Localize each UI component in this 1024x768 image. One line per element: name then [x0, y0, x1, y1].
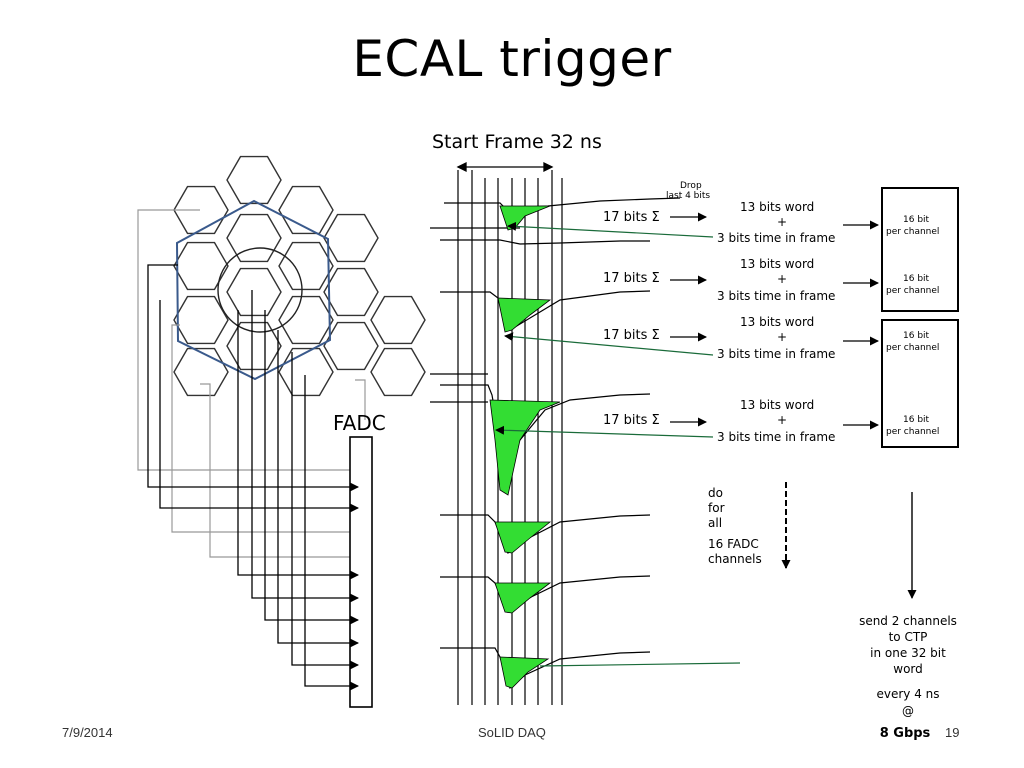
- send-to-ctp-label: send 2 channels to CTP in one 32 bit wor…: [859, 614, 957, 741]
- calorimeter-hex-grid: [173, 155, 426, 397]
- box-label: 16 bit: [903, 415, 930, 425]
- pulse-6: [499, 656, 550, 689]
- output-boxes: [881, 187, 959, 448]
- hex-cell: [323, 321, 379, 371]
- pulse-5: [494, 582, 552, 614]
- time-grid: [457, 170, 563, 705]
- send-line: to CTP: [889, 630, 928, 644]
- hex-cell: [323, 213, 379, 263]
- hex-cell: [278, 347, 334, 397]
- word-label: 13 bits word: [740, 200, 814, 214]
- fadc-box: [349, 436, 373, 708]
- send-line: in one 32 bit: [870, 646, 946, 660]
- hex-cell: [278, 241, 334, 291]
- rate-label: 8 Gbps: [880, 726, 931, 741]
- hex-cell: [370, 295, 426, 345]
- plus-label: +: [777, 215, 787, 229]
- gray-wiring: [137, 209, 366, 558]
- word-label: 13 bits word: [740, 315, 814, 329]
- time-label: 3 bits time in frame: [717, 289, 835, 303]
- send-line: @: [902, 704, 914, 718]
- time-label: 3 bits time in frame: [717, 347, 835, 361]
- hex-cell: [226, 321, 282, 371]
- footer-date: 7/9/2014: [62, 725, 113, 740]
- hex-cell: [278, 185, 334, 235]
- do-line: channels: [708, 552, 762, 566]
- box-label: 16 bit: [903, 274, 930, 284]
- hex-cell: [173, 241, 229, 291]
- pulse-4: [494, 521, 552, 554]
- do-line: 16 FADC: [708, 537, 759, 551]
- channel-row-4: 17 bits Σ 13 bits word + 3 bits time in …: [495, 398, 879, 444]
- send-line: send 2 channels: [859, 614, 957, 628]
- channel-row-2: 17 bits Σ 13 bits word + 3 bits time in …: [603, 257, 879, 303]
- box-label: per channel: [886, 286, 939, 296]
- bottom-green-link: [539, 662, 741, 667]
- pulse-3: [489, 399, 561, 496]
- box-label: per channel: [886, 343, 939, 353]
- hex-cell: [173, 295, 229, 345]
- hex-cell: [226, 155, 282, 205]
- word-label: 13 bits word: [740, 257, 814, 271]
- word-label: 13 bits word: [740, 398, 814, 412]
- time-label: 3 bits time in frame: [717, 430, 835, 444]
- hex-cell: [370, 347, 426, 397]
- footer-title: SoLID DAQ: [478, 725, 546, 740]
- footer-page-number: 19: [945, 725, 960, 740]
- sum-label: 17 bits Σ: [603, 413, 660, 428]
- hex-cell: [226, 267, 282, 317]
- output-box-pair-1: [881, 187, 959, 312]
- send-line: every 4 ns: [876, 687, 939, 701]
- hex-cell: [226, 213, 282, 263]
- sum-label: 17 bits Σ: [603, 328, 660, 343]
- channel-row-1: 17 bits Σ 13 bits word + 3 bits time in …: [507, 200, 879, 245]
- hex-cell: [278, 295, 334, 345]
- integrated-pulses: [489, 205, 561, 689]
- slide-title: ECAL trigger: [352, 30, 672, 88]
- plus-label: +: [777, 330, 787, 344]
- plus-label: +: [777, 413, 787, 427]
- sum-label: 17 bits Σ: [603, 271, 660, 286]
- frame-span-arrow: [456, 161, 554, 173]
- do-line: all: [708, 516, 722, 530]
- pulse-2: [497, 297, 552, 333]
- cluster-outline-hexagon: [175, 199, 332, 381]
- hex-cell: [173, 347, 229, 397]
- do-line: for: [708, 501, 725, 515]
- do-for-all-label: do for all 16 FADC channels: [708, 486, 762, 566]
- send-line: word: [893, 662, 923, 676]
- sum-label: 17 bits Σ: [603, 210, 660, 225]
- fadc-input-wiring: [147, 264, 359, 691]
- cluster-circle: [217, 247, 303, 333]
- plus-label: +: [777, 272, 787, 286]
- box-label: per channel: [886, 427, 939, 437]
- box-label: per channel: [886, 227, 939, 237]
- drop-sublabel: last 4 bits: [666, 191, 710, 201]
- box-label: 16 bit: [903, 331, 930, 341]
- fadc-label: FADC: [333, 411, 386, 435]
- start-frame-label: Start Frame 32 ns: [432, 131, 602, 153]
- channel-row-3: 17 bits Σ 13 bits word + 3 bits time in …: [504, 315, 879, 361]
- output-box-labels: 16 bit per channel 16 bit per channel 16…: [886, 215, 939, 437]
- time-label: 3 bits time in frame: [717, 231, 835, 245]
- box-label: 16 bit: [903, 215, 930, 225]
- hex-cell: [323, 267, 379, 317]
- output-box-pair-2: [881, 319, 959, 448]
- drop-label: Drop: [680, 181, 702, 191]
- do-line: do: [708, 486, 723, 500]
